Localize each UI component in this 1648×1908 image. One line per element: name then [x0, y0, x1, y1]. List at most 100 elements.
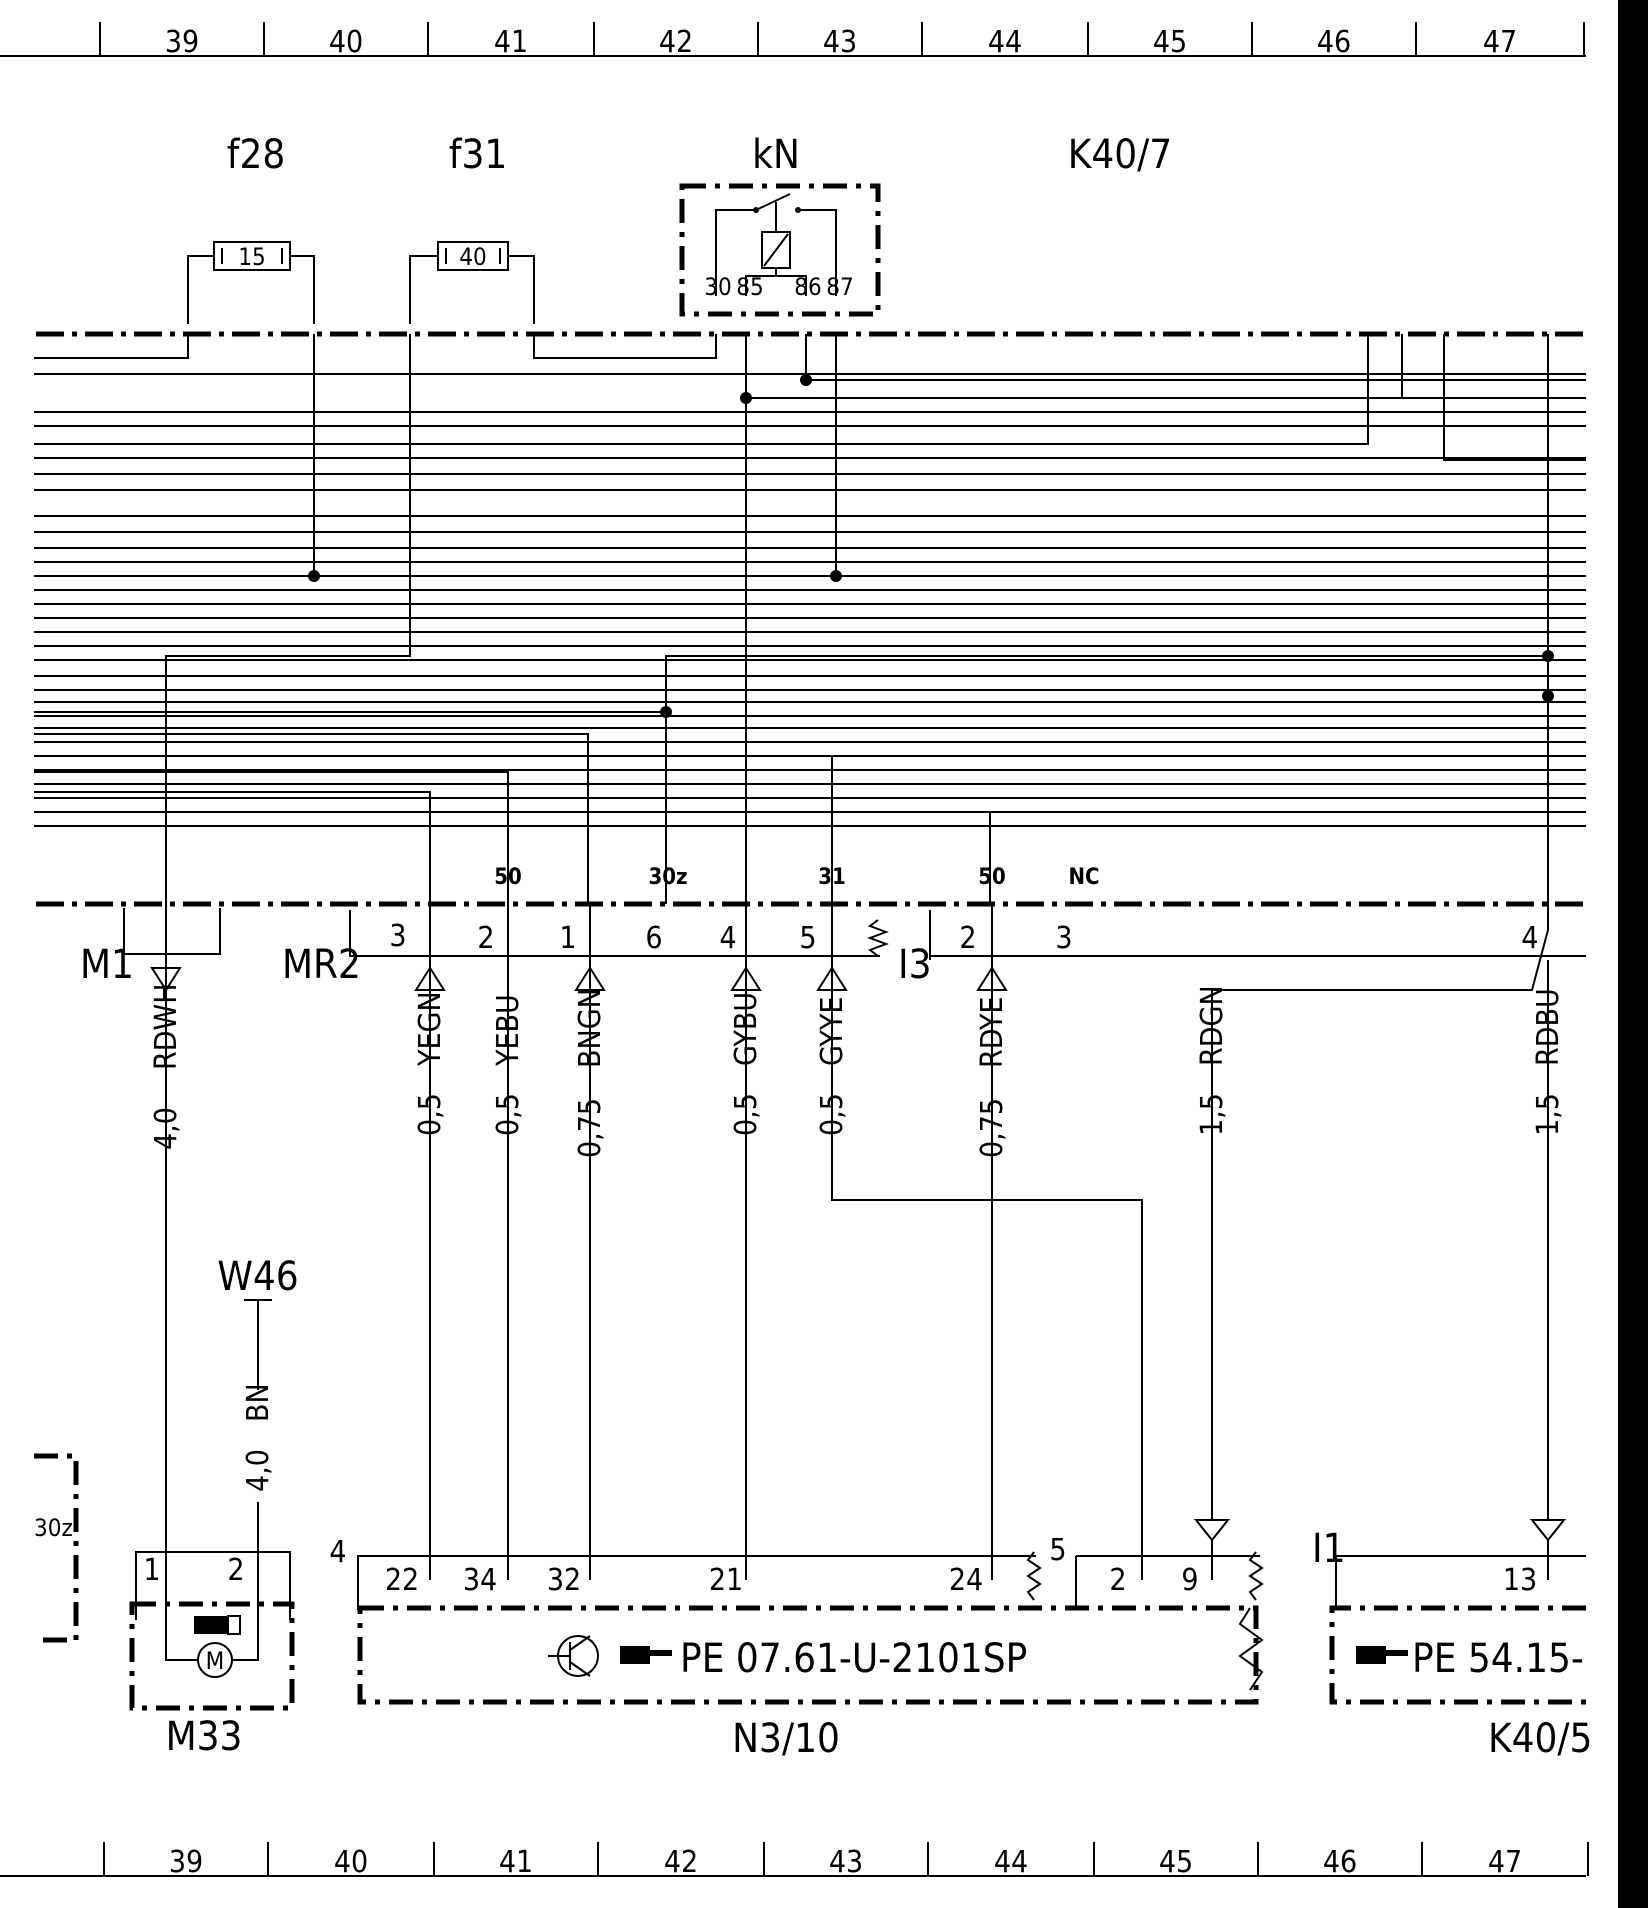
- grid-col-43: 43: [823, 25, 857, 60]
- n3-10-pin-9: 9: [1181, 1563, 1198, 1598]
- motor-icon: [197, 1642, 233, 1678]
- grid-col-39-bottom: 39: [169, 1845, 203, 1880]
- relay-pin-30: 30: [704, 273, 731, 301]
- ground-wire-size: 4,0: [241, 1449, 276, 1492]
- resistor-symbol: [867, 919, 889, 957]
- bus-label-50a: 50: [494, 865, 522, 890]
- pointing-hand-icon: [1356, 1646, 1408, 1664]
- wire-6-color: GYYE: [815, 997, 850, 1066]
- mr2-pin-5: 5: [799, 921, 816, 956]
- bus-label-50b: 50: [978, 865, 1006, 890]
- wire-8-size: 1,5: [1195, 1093, 1230, 1136]
- relay-pin-87: 87: [826, 273, 853, 301]
- connector-mr2: MR2 3 2 1 6 4 5 2 3: [282, 910, 1586, 988]
- fuse-f28-label: f28: [227, 132, 285, 178]
- page-edge-band: [1618, 0, 1648, 1908]
- wire-2-size: 0,5: [413, 1093, 448, 1136]
- bus-label-nc: NC: [1068, 865, 1099, 890]
- relay-pin-86: 86: [794, 273, 821, 301]
- m33-motor-symbol: M: [206, 1647, 225, 1675]
- connector-m1-label: M1: [80, 942, 134, 988]
- mr2-pin-2b: 2: [959, 921, 976, 956]
- mr2-pin-3a: 3: [389, 919, 406, 954]
- connector-i3-label: I3: [898, 942, 932, 988]
- grid-col-44: 44: [988, 25, 1022, 60]
- ground-w46: W46 4,0 BN: [217, 1254, 299, 1580]
- k40-connector-pin: 4: [1521, 921, 1538, 956]
- grid-col-47-bottom: 47: [1488, 1845, 1522, 1880]
- wire-4-color: BNGN: [573, 988, 608, 1068]
- k40-7-label: K40/7: [1068, 132, 1172, 178]
- side-box-30z: 30z: [34, 1453, 79, 1643]
- m33-pin-2: 2: [227, 1553, 244, 1588]
- wire-1-size: 4,0: [149, 1107, 184, 1150]
- ground-w46-label: W46: [217, 1254, 298, 1300]
- fuse-f28-rating: 15: [238, 243, 265, 271]
- fuse-f28: 15: [187, 241, 315, 324]
- component-k40-5: I1 13 PE 54.15- K40/5: [1312, 1526, 1592, 1762]
- harness-wires: [34, 334, 1586, 827]
- grid-col-46-bottom: 46: [1323, 1845, 1357, 1880]
- grid-col-45: 45: [1153, 25, 1187, 60]
- k40-5-pin-13: 13: [1503, 1563, 1537, 1598]
- wire-1-color: RDWH: [149, 983, 184, 1070]
- side-box-30z-label: 30z: [34, 1514, 73, 1542]
- wire-labels: 4,0 RDWH 0,5 YEGN 0,5 YEBU 0,75 BNGN 0,5…: [149, 983, 1566, 1158]
- wire-5-size: 0,5: [729, 1093, 764, 1136]
- n3-10-ref-text: PE 07.61-U-2101SP: [680, 1636, 1027, 1682]
- k40-5-ref-text: PE 54.15-: [1412, 1636, 1584, 1682]
- grid-col-41-bottom: 41: [499, 1845, 533, 1880]
- wire-3-color: YEBU: [491, 994, 526, 1067]
- k40-5-connector-label: I1: [1312, 1526, 1346, 1572]
- n3-10-label: N3/10: [732, 1716, 840, 1762]
- grid-col-44-bottom: 44: [994, 1845, 1028, 1880]
- component-n3-10: 4 5 22 34 32 21 24 2 9 PE 07.61-U-2101SP…: [329, 1533, 1264, 1762]
- n3-10-connector-a: 4: [329, 1535, 346, 1570]
- relay-kn: 30 85 86 87: [679, 183, 881, 317]
- component-m33: 1 2 M M33: [129, 1551, 295, 1760]
- relay-kn-label: kN: [752, 132, 800, 178]
- grid-col-42-bottom: 42: [664, 1845, 698, 1880]
- grid-col-45-bottom: 45: [1159, 1845, 1193, 1880]
- grid-col-42: 42: [659, 25, 693, 60]
- wire-9-color: RDBU: [1531, 988, 1566, 1066]
- n3-10-pin-2: 2: [1109, 1563, 1126, 1598]
- n3-10-connector-b: 5: [1049, 1533, 1066, 1568]
- wire-8-color: RDGN: [1195, 985, 1230, 1066]
- grid-col-41: 41: [494, 25, 528, 60]
- pointing-hand-icon: [620, 1646, 672, 1664]
- resistor-symbol: [1026, 1551, 1042, 1601]
- wire-6-size: 0,5: [815, 1093, 850, 1136]
- grid-col-47: 47: [1483, 25, 1517, 60]
- k40-5-label: K40/5: [1488, 1716, 1592, 1762]
- wire-3-size: 0,5: [491, 1093, 526, 1136]
- transistor-icon: [548, 1635, 599, 1677]
- connector-m1: M1: [80, 908, 221, 988]
- mr2-pin-1: 1: [559, 921, 576, 956]
- grid-col-40-bottom: 40: [334, 1845, 368, 1880]
- m33-pin-1: 1: [143, 1553, 160, 1588]
- mr2-pin-4: 4: [719, 921, 736, 956]
- wire-7-color: RDYE: [975, 997, 1010, 1068]
- connector-mr2-label: MR2: [282, 942, 361, 988]
- mr2-pin-6: 6: [645, 921, 662, 956]
- grid-col-46: 46: [1317, 25, 1351, 60]
- resistor-symbol: [1248, 1551, 1264, 1601]
- wire-2-color: YEGN: [413, 991, 448, 1067]
- fuse-f31: 40: [409, 241, 535, 324]
- n3-10-pin-24: 24: [949, 1563, 983, 1598]
- grid-ruler-bottom: 39 40 41 42 43 44 45 46 47: [0, 1842, 1589, 1880]
- bus-label-31: 31: [818, 865, 846, 890]
- wire-runs: [150, 904, 1567, 1580]
- bus-label-30z: 30z: [648, 865, 687, 890]
- n3-10-pin-22: 22: [385, 1563, 419, 1598]
- wire-4-size: 0,75: [573, 1098, 608, 1158]
- n3-10-pin-34: 34: [463, 1563, 497, 1598]
- fuse-f31-label: f31: [449, 132, 507, 178]
- grid-ruler-top: 39 40 41 42 43 44 45 46 47: [0, 22, 1586, 60]
- grid-col-40: 40: [329, 25, 363, 60]
- vertical-drops: [34, 334, 1554, 904]
- relay-pin-85: 85: [736, 273, 763, 301]
- fuse-f31-rating: 40: [459, 243, 486, 271]
